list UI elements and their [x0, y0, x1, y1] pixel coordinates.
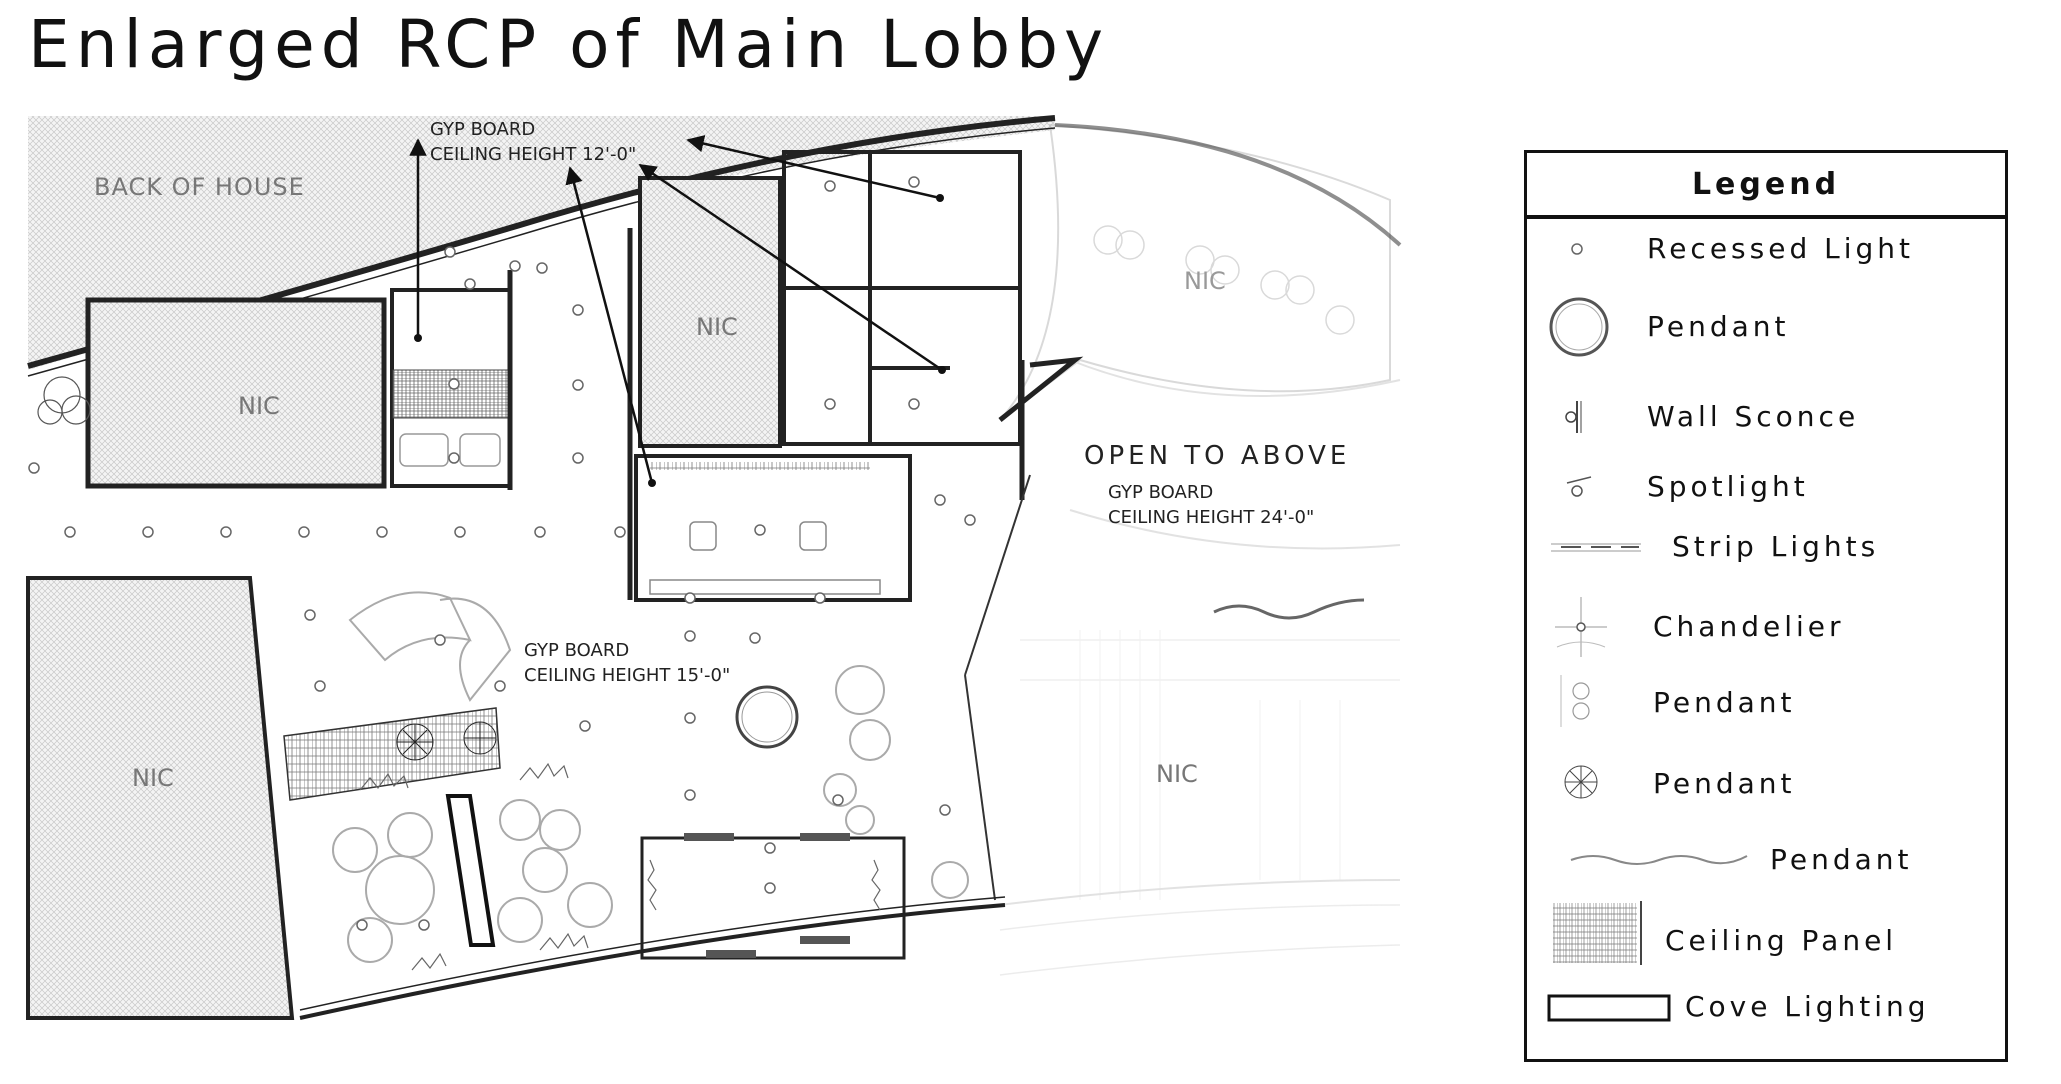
recessed-light-icon — [1571, 243, 1583, 255]
label-nic-2: NIC — [696, 313, 738, 341]
label-nic-4: NIC — [132, 764, 174, 792]
legend-label: Pendant — [1653, 767, 1796, 800]
legend-row-wall-sconce: Wall Sconce — [1527, 397, 2005, 437]
legend-row-pendant-wave: Pendant — [1527, 840, 2005, 880]
recessed-lights — [28, 176, 976, 931]
cove-lighting-icon — [1547, 994, 1671, 1022]
pendant-wave-icon — [1570, 855, 1748, 865]
legend-label: Chandelier — [1653, 610, 1845, 643]
note-gyp12-line2: CEILING HEIGHT 12'-0" — [430, 144, 636, 165]
note-gyp24-line2: CEILING HEIGHT 24'-0" — [1108, 507, 1314, 528]
legend-row-pendant-double: Pendant — [1527, 675, 2005, 727]
note-gyp12-line1: GYP BOARD — [430, 119, 535, 140]
legend-label: Ceiling Panel — [1665, 924, 1898, 957]
ceiling-panel-icon — [1553, 901, 1642, 965]
note-gyp15-line1: GYP BOARD — [524, 640, 629, 661]
ceiling-panel-small — [392, 369, 510, 419]
back-of-house-zone — [28, 116, 1055, 370]
open-to-above-zone — [999, 123, 1401, 976]
pendant-double-icon — [1560, 675, 1590, 727]
wall-sconce-icon — [1565, 401, 1582, 433]
tree — [37, 376, 91, 425]
legend-row-chandelier: Chandelier — [1527, 597, 2005, 657]
label-open-to-above: OPEN TO ABOVE — [1084, 441, 1350, 471]
planters — [359, 762, 881, 971]
legend-label: Spotlight — [1647, 470, 1809, 503]
legend-label: Strip Lights — [1672, 530, 1880, 563]
legend-label: Recessed Light — [1647, 232, 1914, 265]
legend-row-strip-lights: Strip Lights — [1527, 527, 2005, 567]
lounge-furniture — [332, 591, 969, 963]
legend-label: Cove Lighting — [1685, 990, 1930, 1023]
note-gyp15-line2: CEILING HEIGHT 15'-0" — [524, 665, 730, 686]
vestibule — [640, 836, 906, 960]
legend-row-recessed-light: Recessed Light — [1527, 229, 2005, 269]
legend-label: Pendant — [1770, 843, 1913, 876]
label-nic-3: NIC — [1184, 267, 1226, 295]
radial-pendant — [396, 721, 497, 761]
nic-room-top-left — [85, 297, 387, 489]
pendant-ring — [735, 685, 799, 749]
label-nic-1: NIC — [238, 392, 280, 420]
cove-lighting-slot — [445, 794, 496, 947]
pendant-radial-icon — [1564, 765, 1598, 799]
reception-area — [634, 454, 912, 602]
legend-label: Pendant — [1647, 310, 1790, 343]
label-nic-5: NIC — [1156, 760, 1198, 788]
legend-row-pendant-ring: Pendant — [1527, 297, 2005, 357]
legend-row-spotlight: Spotlight — [1527, 467, 2005, 507]
drawing-title: Enlarged RCP of Main Lobby — [28, 6, 1110, 83]
note-gyp24-line1: GYP BOARD — [1108, 482, 1213, 503]
nic-room-lower-left — [26, 576, 295, 1020]
chandelier-icon — [1555, 597, 1607, 657]
legend-label: Wall Sconce — [1647, 400, 1860, 433]
legend-panel: Legend Recessed Light Pendant Wall Sconc… — [1524, 150, 2008, 1062]
spotlight-icon — [1566, 476, 1592, 497]
strip-lights-icon — [1551, 543, 1641, 552]
restroom-block — [782, 150, 1022, 446]
nic-room-top-middle — [638, 176, 782, 448]
pendant-ring-icon — [1549, 297, 1609, 357]
label-back-of-house: BACK OF HOUSE — [94, 173, 305, 201]
wave-pendant — [1213, 598, 1365, 620]
legend-title: Legend — [1527, 153, 2005, 219]
legend-row-pendant-radial: Pendant — [1527, 764, 2005, 804]
legend-row-cove-lighting: Cove Lighting — [1527, 987, 2005, 1027]
ceiling-panel-lobby — [283, 707, 501, 801]
legend-row-ceiling-panel: Ceiling Panel — [1527, 901, 2005, 965]
legend-label: Pendant — [1653, 686, 1796, 719]
